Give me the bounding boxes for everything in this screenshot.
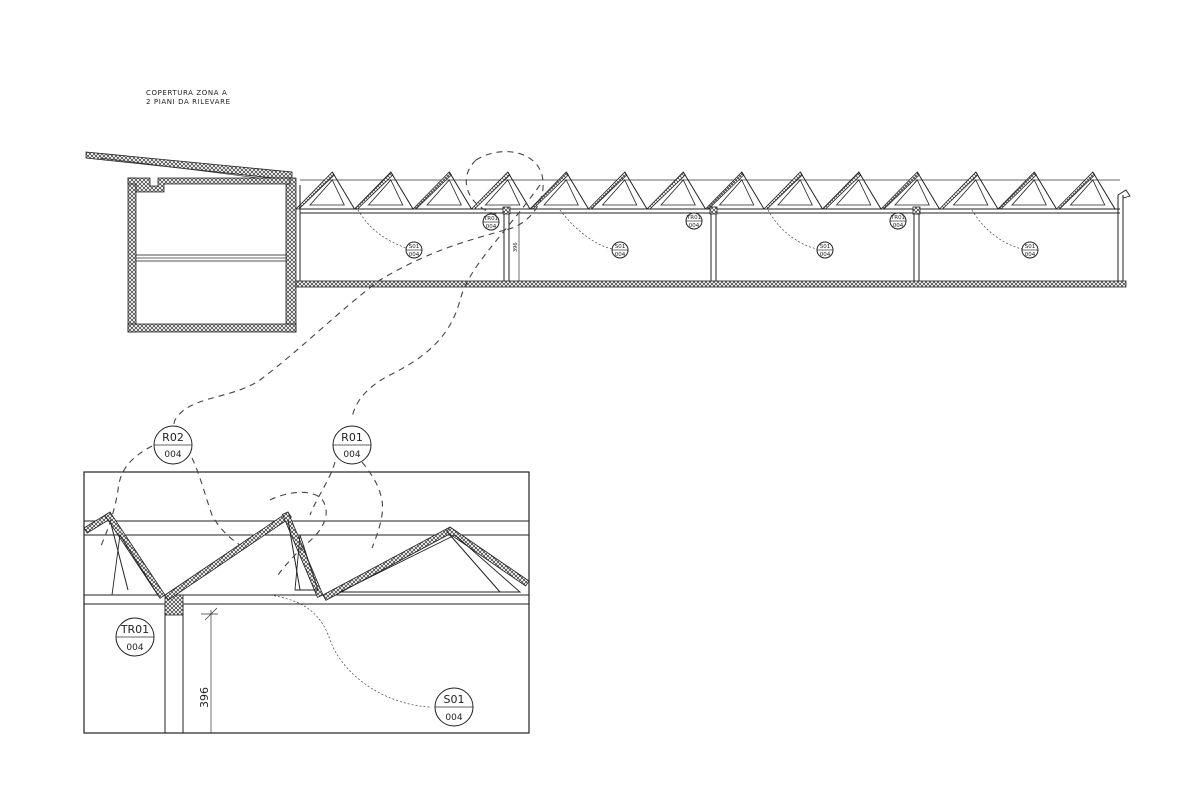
svg-text:004: 004 <box>689 223 700 229</box>
tag-r01-sheet: 004 <box>343 450 360 460</box>
roof-shed <box>470 171 531 210</box>
svg-text:004: 004 <box>893 223 904 229</box>
zone-note: COPERTURA ZONA A 2 PIANI DA RILEVARE <box>146 89 231 106</box>
tag-s01-sheet: 004 <box>445 713 462 723</box>
detail-trusses <box>83 511 530 601</box>
roof-shed <box>646 171 706 210</box>
tag-tr01-section-a[interactable]: TR01 004 <box>482 213 500 231</box>
svg-text:S01: S01 <box>820 244 831 250</box>
svg-text:004: 004 <box>615 252 626 258</box>
detail-truss-member <box>281 511 324 598</box>
roof-shed <box>529 171 589 210</box>
tag-r02-code: R02 <box>162 431 184 444</box>
roof-shed <box>587 171 648 210</box>
detail-view: 396 <box>83 471 530 734</box>
roof-slab-step <box>127 177 291 193</box>
link-clouds <box>171 151 544 431</box>
tag-tr01-sheet: 004 <box>126 643 143 653</box>
ground-slab <box>127 323 297 333</box>
left-building-section <box>85 151 297 333</box>
section-dimension: 396 <box>513 213 520 281</box>
roof-shed <box>880 171 940 210</box>
roof-shed <box>821 171 882 210</box>
tag-s01[interactable]: S01 004 <box>434 687 474 727</box>
glazing-opening <box>339 534 522 593</box>
detail-frame <box>83 471 530 734</box>
detail-dimension-label: 396 <box>198 687 211 708</box>
tag-tr01-section-c[interactable]: TR01 004 <box>889 212 907 230</box>
svg-text:396: 396 <box>513 242 519 252</box>
tag-r01-code: R01 <box>341 431 363 444</box>
hall-column-cap <box>502 206 511 215</box>
svg-text:S01: S01 <box>1025 244 1036 250</box>
tag-s01-section-c[interactable]: S01 004 <box>816 241 834 259</box>
detail-clouds <box>99 445 384 576</box>
svg-text:TR01: TR01 <box>890 215 905 221</box>
section-tags: TR01 004 TR01 004 TR01 004 S01 004 S01 0… <box>405 212 1039 259</box>
right-wall <box>285 177 297 333</box>
tag-s01-section-d[interactable]: S01 004 <box>1021 241 1039 259</box>
glazing-opening <box>294 534 319 591</box>
roof-shed <box>1055 171 1116 210</box>
tag-tr01-code: TR01 <box>120 623 149 636</box>
shed-roof-hall-section <box>295 171 1131 288</box>
note-line-1: COPERTURA ZONA A <box>146 89 227 97</box>
hall-floor-slab <box>295 280 1127 288</box>
s01-leader <box>269 594 431 708</box>
roof-shed <box>938 171 999 210</box>
detail-truss-member <box>446 526 530 587</box>
left-wall <box>127 177 137 333</box>
svg-text:004: 004 <box>1025 252 1036 258</box>
svg-text:TR01: TR01 <box>686 215 701 221</box>
svg-text:004: 004 <box>820 252 831 258</box>
section-leaders <box>357 209 1023 250</box>
roof-shed <box>353 171 414 210</box>
detail-truss-member <box>322 526 454 601</box>
detail-truss-member <box>104 511 166 599</box>
tag-tr01[interactable]: TR01 004 <box>115 617 155 657</box>
svg-text:004: 004 <box>409 252 420 258</box>
tag-s01-section-a[interactable]: S01 004 <box>405 241 423 259</box>
tag-r02-sheet: 004 <box>164 450 181 460</box>
hall-column-cap <box>709 206 718 215</box>
tag-tr01-section-b[interactable]: TR01 004 <box>685 212 703 230</box>
svg-text:TR01: TR01 <box>483 216 498 222</box>
roof-shed <box>763 171 823 210</box>
tag-r01[interactable]: R01 004 <box>332 425 372 465</box>
tag-s01-section-b[interactable]: S01 004 <box>611 241 629 259</box>
glazing-opening <box>111 533 159 596</box>
tag-r02[interactable]: R02 004 <box>153 425 193 465</box>
svg-text:S01: S01 <box>615 244 626 250</box>
detail-truss-member <box>164 511 292 601</box>
sloped-roof <box>85 151 293 181</box>
svg-text:S01: S01 <box>409 244 420 250</box>
svg-text:004: 004 <box>486 224 497 230</box>
roof-shed <box>295 171 355 210</box>
note-line-2: 2 PIANI DA RILEVARE <box>146 98 231 106</box>
roof-shed <box>997 171 1057 210</box>
tag-s01-code: S01 <box>444 693 465 706</box>
roof-shed <box>412 171 472 210</box>
hall-column-cap <box>912 206 921 215</box>
roof-shed <box>704 171 765 210</box>
